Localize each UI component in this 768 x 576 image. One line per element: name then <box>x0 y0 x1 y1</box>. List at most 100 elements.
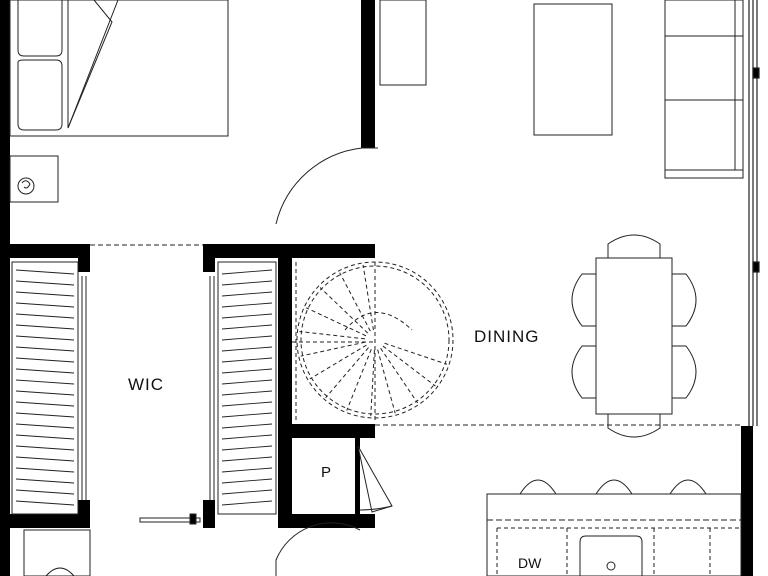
bed <box>9 0 229 137</box>
door-bedroom <box>275 147 378 225</box>
label-dining: DINING <box>474 327 540 346</box>
closet-hanger <box>15 478 75 484</box>
wall-closet-left-post <box>78 244 90 272</box>
label-wic: WIC <box>128 375 164 394</box>
spiral-staircase <box>292 261 454 420</box>
bench <box>379 0 427 86</box>
closet-hanger <box>221 412 273 418</box>
stair-tread <box>325 347 369 399</box>
closet-hanger <box>15 313 75 319</box>
stair-tread <box>382 345 436 387</box>
closet-hanger <box>221 335 273 341</box>
chair-right-1 <box>672 273 697 327</box>
washer <box>23 529 91 576</box>
stair-tread <box>380 348 418 404</box>
chair-top <box>607 234 661 258</box>
label-dishwasher: DW <box>518 555 542 571</box>
stair-tread <box>384 342 448 365</box>
closet-hanger <box>15 324 75 330</box>
closet-hanger <box>221 302 273 308</box>
stair-tread <box>346 349 372 411</box>
chair-right-2 <box>672 345 697 399</box>
stair-tread <box>299 330 366 340</box>
coffee-table <box>533 3 613 136</box>
wall-lower-horizontal-left <box>10 514 90 528</box>
pantry-door <box>357 445 393 513</box>
chair-left-1 <box>571 273 596 327</box>
kitchen-island <box>486 479 742 576</box>
stair-tread <box>309 344 367 380</box>
closet-center <box>209 261 277 515</box>
closet-hanger <box>15 346 75 352</box>
closet-hanger <box>221 500 273 506</box>
closet-hanger <box>221 379 273 385</box>
stair-tread <box>319 287 369 334</box>
closet-hanger <box>15 269 75 275</box>
closet-hanger <box>15 379 75 385</box>
closet-hanger <box>15 335 75 341</box>
stair-tread <box>300 341 366 357</box>
closet-hanger <box>221 445 273 451</box>
stool-1 <box>519 479 557 495</box>
sofa <box>664 0 744 179</box>
closet-hanger <box>15 456 75 462</box>
closet-hanger <box>221 269 273 275</box>
wall-mid-horizontal-left <box>10 244 90 258</box>
closet-hanger <box>221 357 273 363</box>
closet-hanger <box>221 456 273 462</box>
closet-hanger <box>221 478 273 484</box>
wall-left <box>0 0 10 576</box>
stair-tread <box>370 349 375 416</box>
closet-hanger <box>15 445 75 451</box>
closet-hanger <box>221 434 273 440</box>
closet-hanger <box>15 423 75 429</box>
closet-hanger <box>15 302 75 308</box>
closet-hanger <box>221 291 273 297</box>
closet-hanger <box>221 423 273 429</box>
dashed-thresholds <box>90 244 741 426</box>
closet-hanger <box>15 291 75 297</box>
window-right <box>748 0 760 426</box>
closet-hanger <box>15 489 75 495</box>
closet-hanger <box>221 313 273 319</box>
wall-closet-center-left <box>203 244 215 272</box>
stair-tread <box>362 264 374 331</box>
closet-hanger <box>15 412 75 418</box>
wall-stair-left <box>278 244 292 528</box>
closet-hanger <box>221 346 273 352</box>
closet-hanger <box>221 280 273 286</box>
label-pantry: P <box>321 464 331 481</box>
closet-hanger <box>221 467 273 473</box>
lamp-icon <box>17 177 35 195</box>
closet-hanger <box>221 324 273 330</box>
wall-center-upper <box>361 0 375 148</box>
closet-hanger <box>15 280 75 286</box>
wall-right-lower <box>741 426 753 576</box>
nightstand <box>9 155 59 203</box>
door-lower <box>275 522 361 576</box>
chair-bottom <box>607 414 661 438</box>
stair-tread <box>339 272 371 332</box>
sink-icon <box>579 535 643 576</box>
stair-tread <box>305 307 367 337</box>
closet-hanger <box>15 500 75 506</box>
dining-table <box>595 257 673 415</box>
wall-stair-bottom <box>278 424 375 438</box>
wall-closet-center-bottom <box>203 500 215 528</box>
closet-hanger <box>15 434 75 440</box>
closet-hanger <box>221 368 273 374</box>
closet-hanger <box>221 489 273 495</box>
closet-hanger <box>15 357 75 363</box>
closet-hanger <box>15 390 75 396</box>
dining-set <box>571 234 697 438</box>
chair-left-2 <box>571 345 596 399</box>
wall-lower-left-post <box>78 500 90 528</box>
closet-hanger <box>221 390 273 396</box>
stool-2 <box>595 479 633 495</box>
closet-hanger <box>15 368 75 374</box>
closet-hanger <box>221 401 273 407</box>
sliding-door-track <box>139 513 201 525</box>
stair-tread <box>377 349 396 414</box>
